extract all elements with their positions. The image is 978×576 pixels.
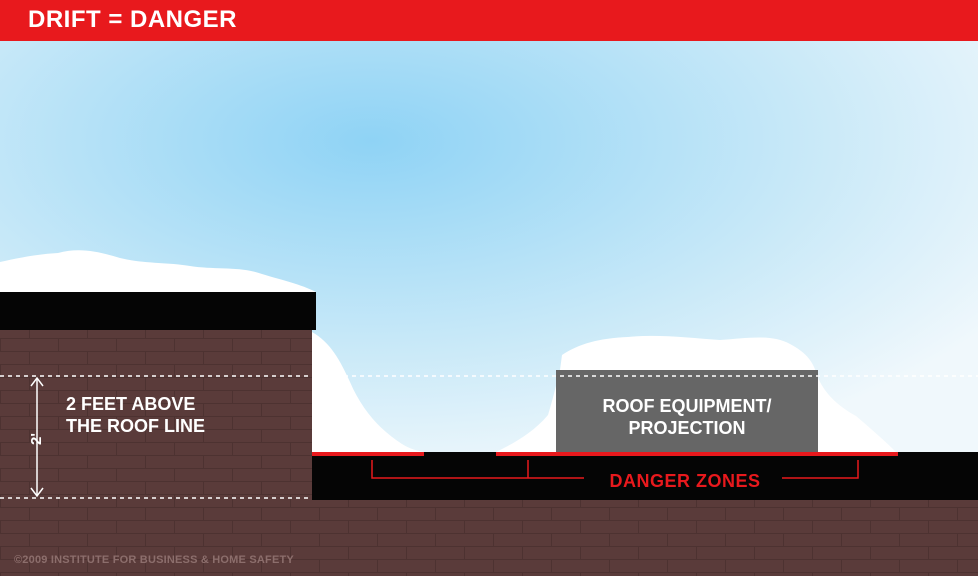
title-banner: DRIFT = DANGER bbox=[0, 0, 978, 41]
page-title: DRIFT = DANGER bbox=[28, 6, 238, 33]
dimension-arrow bbox=[30, 376, 44, 498]
equipment-label-line-1: ROOF EQUIPMENT/ bbox=[602, 396, 772, 416]
dimension-label: 2' bbox=[28, 433, 45, 445]
roof-equipment-box bbox=[556, 370, 818, 452]
height-label-line-1: 2 FEET ABOVE bbox=[66, 394, 196, 414]
height-label: 2 FEET ABOVE THE ROOF LINE bbox=[66, 393, 286, 437]
upper-roof-snow bbox=[0, 250, 316, 292]
lower-building-wall bbox=[0, 496, 978, 576]
height-label-line-2: THE ROOF LINE bbox=[66, 416, 205, 436]
upper-roof-deck bbox=[0, 292, 316, 330]
equipment-label: ROOF EQUIPMENT/ PROJECTION bbox=[556, 395, 818, 439]
danger-zone-bracket bbox=[371, 460, 859, 479]
copyright-notice: ©2009 INSTITUTE FOR BUSINESS & HOME SAFE… bbox=[14, 554, 294, 566]
lower-roof-deck bbox=[312, 452, 978, 500]
danger-zones-label: DANGER ZONES bbox=[609, 471, 761, 491]
equipment-label-line-2: PROJECTION bbox=[628, 418, 746, 438]
snow-drift-against-wall bbox=[312, 332, 424, 452]
upper-building-wall bbox=[0, 328, 312, 500]
